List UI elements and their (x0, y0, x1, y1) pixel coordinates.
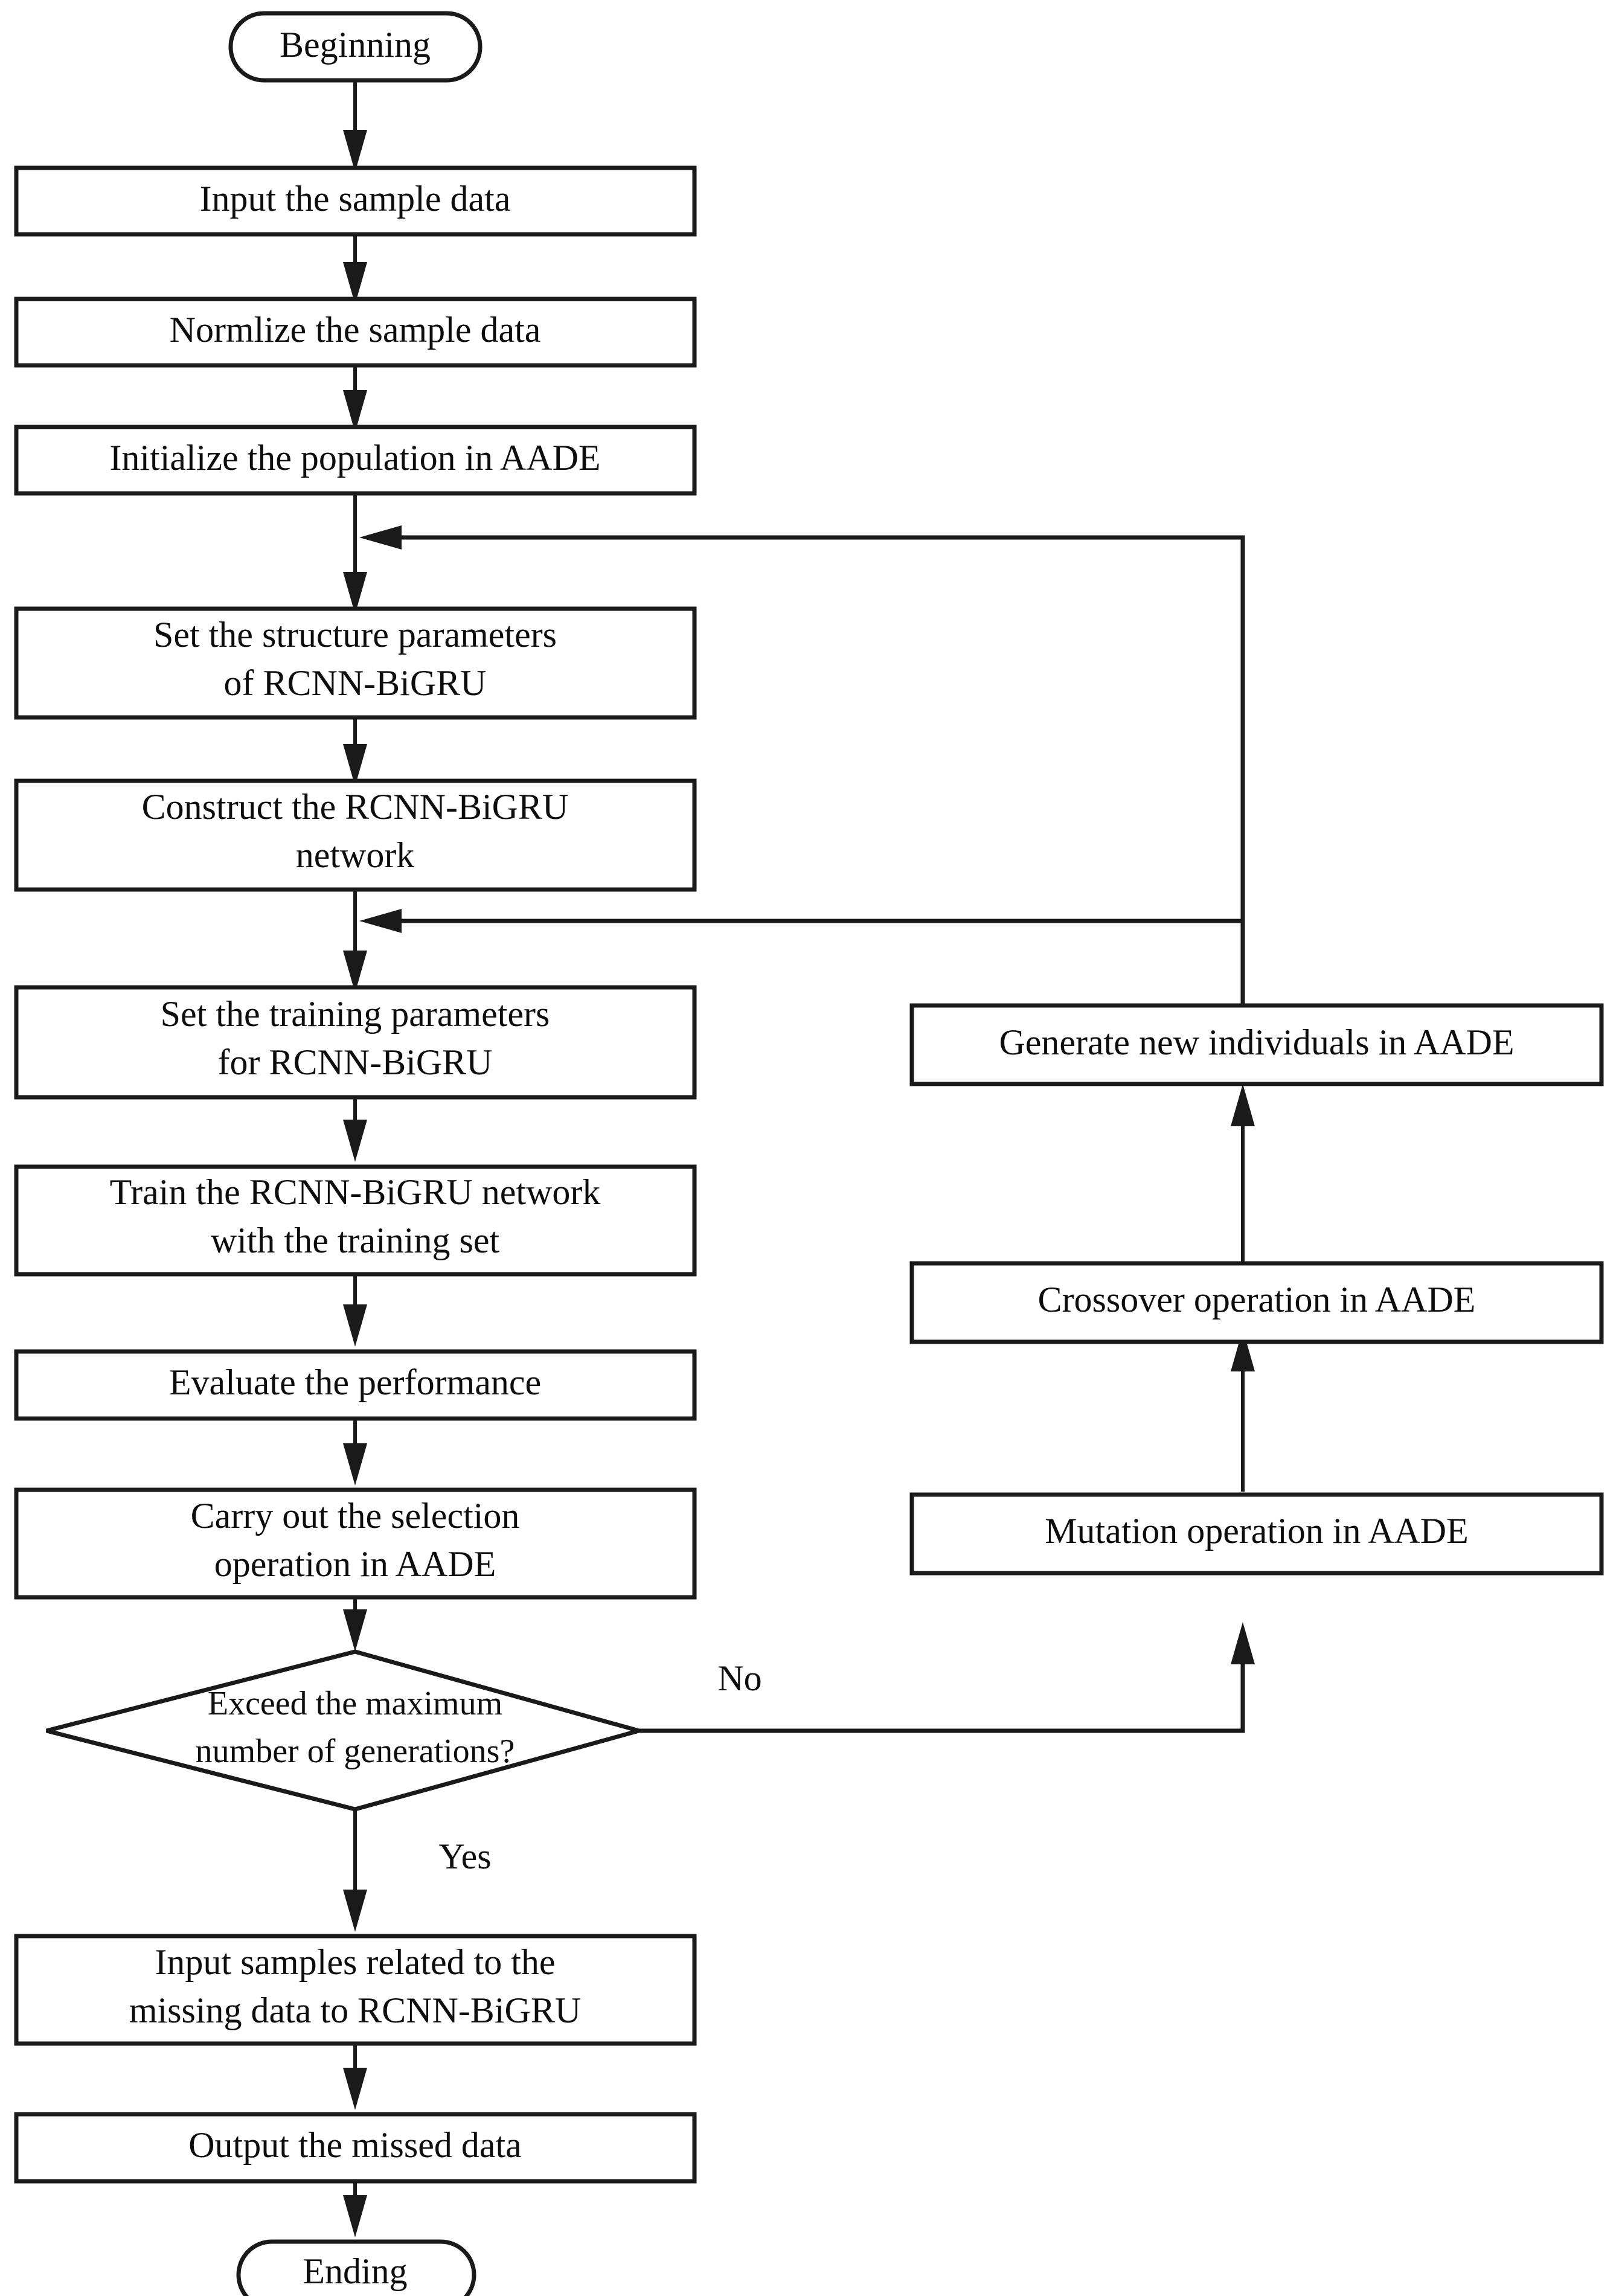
node-set-structure[interactable]: Set the structure parameters of RCNN-BiG… (14, 606, 697, 720)
node-input-missing[interactable]: Input samples related to the missing dat… (14, 1934, 697, 2046)
node-output-missed-label: Output the missed data (188, 2125, 522, 2165)
edge-input-sample-to-normalize (343, 234, 367, 304)
edge-mutation-to-crossover (1231, 1329, 1255, 1492)
edge-label-yes: Yes (438, 1836, 491, 1876)
node-end-label: Ending (303, 2251, 407, 2291)
node-end[interactable]: Ending (236, 2239, 476, 2296)
node-decision-line1: Exceed the maximum (208, 1685, 502, 1722)
edge-feedback-outer-loop (359, 525, 1245, 1005)
node-generate-new[interactable]: Generate new individuals in AADE (909, 1003, 1604, 1086)
node-input-sample-label: Input the sample data (200, 179, 511, 219)
edge-set-structure-to-construct-net (343, 717, 367, 786)
edge-input-missing-to-output-missed (343, 2044, 367, 2110)
edge-set-training-to-train-net (343, 1097, 367, 1162)
node-init-population[interactable]: Initialize the population in AADE (14, 425, 697, 496)
node-selection-line1: Carry out the selection (191, 1496, 520, 1536)
node-train-net[interactable]: Train the RCNN-BiGRU network with the tr… (14, 1164, 697, 1277)
node-construct-net-line1: Construct the RCNN-BiGRU (142, 787, 569, 827)
node-selection-line2: operation in AADE (214, 1544, 496, 1584)
node-crossover-label: Crossover operation in AADE (1038, 1280, 1476, 1320)
node-evaluate[interactable]: Evaluate the performance (14, 1349, 697, 1421)
node-generate-new-label: Generate new individuals in AADE (999, 1022, 1514, 1062)
edge-normalize-to-init-population (343, 365, 367, 432)
node-input-sample[interactable]: Input the sample data (14, 165, 697, 237)
node-set-training[interactable]: Set the training parameters for RCNN-BiG… (14, 985, 697, 1100)
node-set-structure-line1: Set the structure parameters (153, 615, 557, 655)
edge-selection-to-decision (343, 1597, 367, 1652)
edge-feedback-inner-loop (359, 909, 1245, 954)
node-normalize[interactable]: Normlize the sample data (14, 297, 697, 368)
node-crossover[interactable]: Crossover operation in AADE (909, 1261, 1604, 1344)
node-input-missing-line2: missing data to RCNN-BiGRU (129, 1990, 581, 2030)
node-set-training-line1: Set the training parameters (161, 994, 550, 1034)
edge-evaluate-to-selection (343, 1419, 367, 1486)
edge-construct-net-to-set-training (343, 890, 367, 993)
edge-output-missed-to-end (343, 2181, 367, 2237)
node-mutation-label: Mutation operation in AADE (1045, 1511, 1469, 1551)
node-mutation[interactable]: Mutation operation in AADE (909, 1492, 1604, 1576)
node-construct-net[interactable]: Construct the RCNN-BiGRU network (14, 778, 697, 892)
node-input-missing-line1: Input samples related to the (155, 1942, 555, 1982)
node-output-missed[interactable]: Output the missed data (14, 2112, 697, 2184)
edge-decision-no-to-mutation (639, 1622, 1255, 1733)
edge-start-to-input-sample (343, 80, 367, 172)
node-decision-line2: number of generations? (196, 1733, 515, 1770)
edge-decision-yes-to-input-missing (343, 1809, 367, 1932)
node-decision[interactable]: Exceed the maximum number of generations… (46, 1649, 647, 1812)
node-train-net-line1: Train the RCNN-BiGRU network (110, 1172, 601, 1212)
node-construct-net-line2: network (296, 835, 415, 875)
edge-init-population-to-set-structure (343, 493, 367, 614)
node-start[interactable]: Beginning (228, 11, 482, 83)
node-start-label: Beginning (280, 25, 431, 65)
node-set-training-line2: for RCNN-BiGRU (217, 1042, 492, 1082)
edge-train-net-to-evaluate (343, 1274, 367, 1347)
node-normalize-label: Normlize the sample data (170, 310, 541, 350)
edge-crossover-to-generate-new (1231, 1084, 1255, 1262)
node-train-net-line2: with the training set (211, 1220, 500, 1260)
edge-label-no: No (717, 1658, 761, 1698)
node-set-structure-line2: of RCNN-BiGRU (223, 663, 486, 703)
node-evaluate-label: Evaluate the performance (169, 1362, 541, 1402)
node-init-population-label: Initialize the population in AADE (109, 438, 600, 478)
node-selection[interactable]: Carry out the selection operation in AAD… (14, 1487, 697, 1600)
